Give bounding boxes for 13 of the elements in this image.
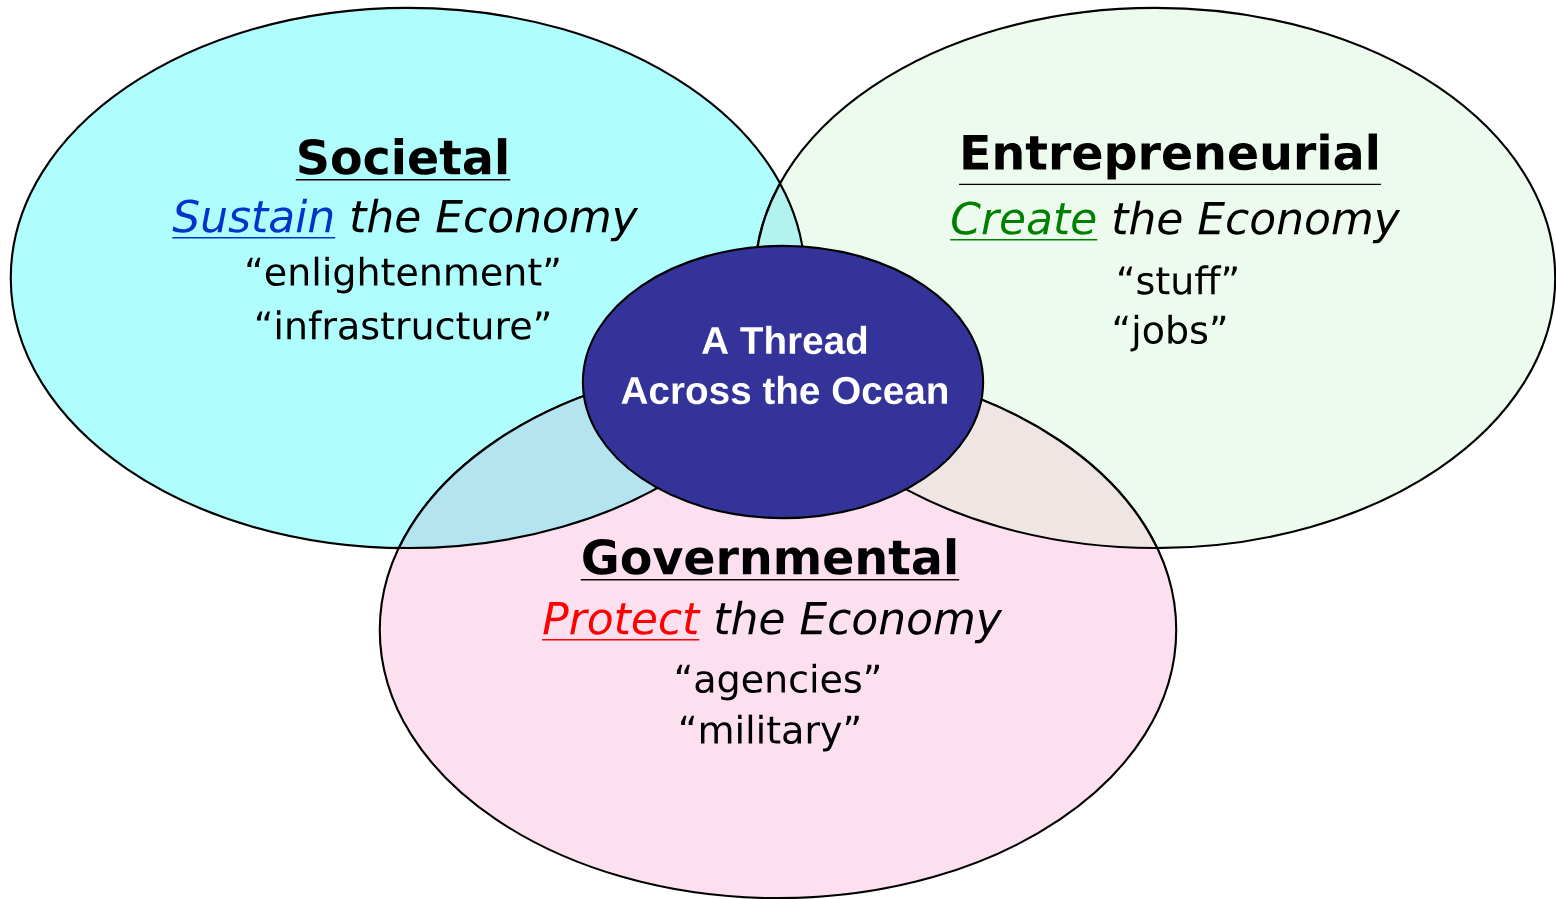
quote-text: “stuff” <box>1119 265 1237 295</box>
core-text: A Thread <box>702 325 867 355</box>
subtitle: Create the Economy <box>949 200 1401 244</box>
quote-text: “enlightenment” <box>247 256 559 294</box>
quote-text: “infrastructure” <box>256 310 549 340</box>
heading: Governmental <box>580 538 960 581</box>
quote-text: “agencies” <box>676 663 879 701</box>
subtitle: Sustain the Economy <box>171 198 639 242</box>
heading: Entrepreneurial <box>958 133 1382 186</box>
heading: Societal <box>295 138 511 181</box>
quote-text: “military” <box>681 714 859 752</box>
quote-text: “jobs” <box>1114 314 1226 352</box>
subtitle: Protect the Economy <box>541 600 1003 644</box>
